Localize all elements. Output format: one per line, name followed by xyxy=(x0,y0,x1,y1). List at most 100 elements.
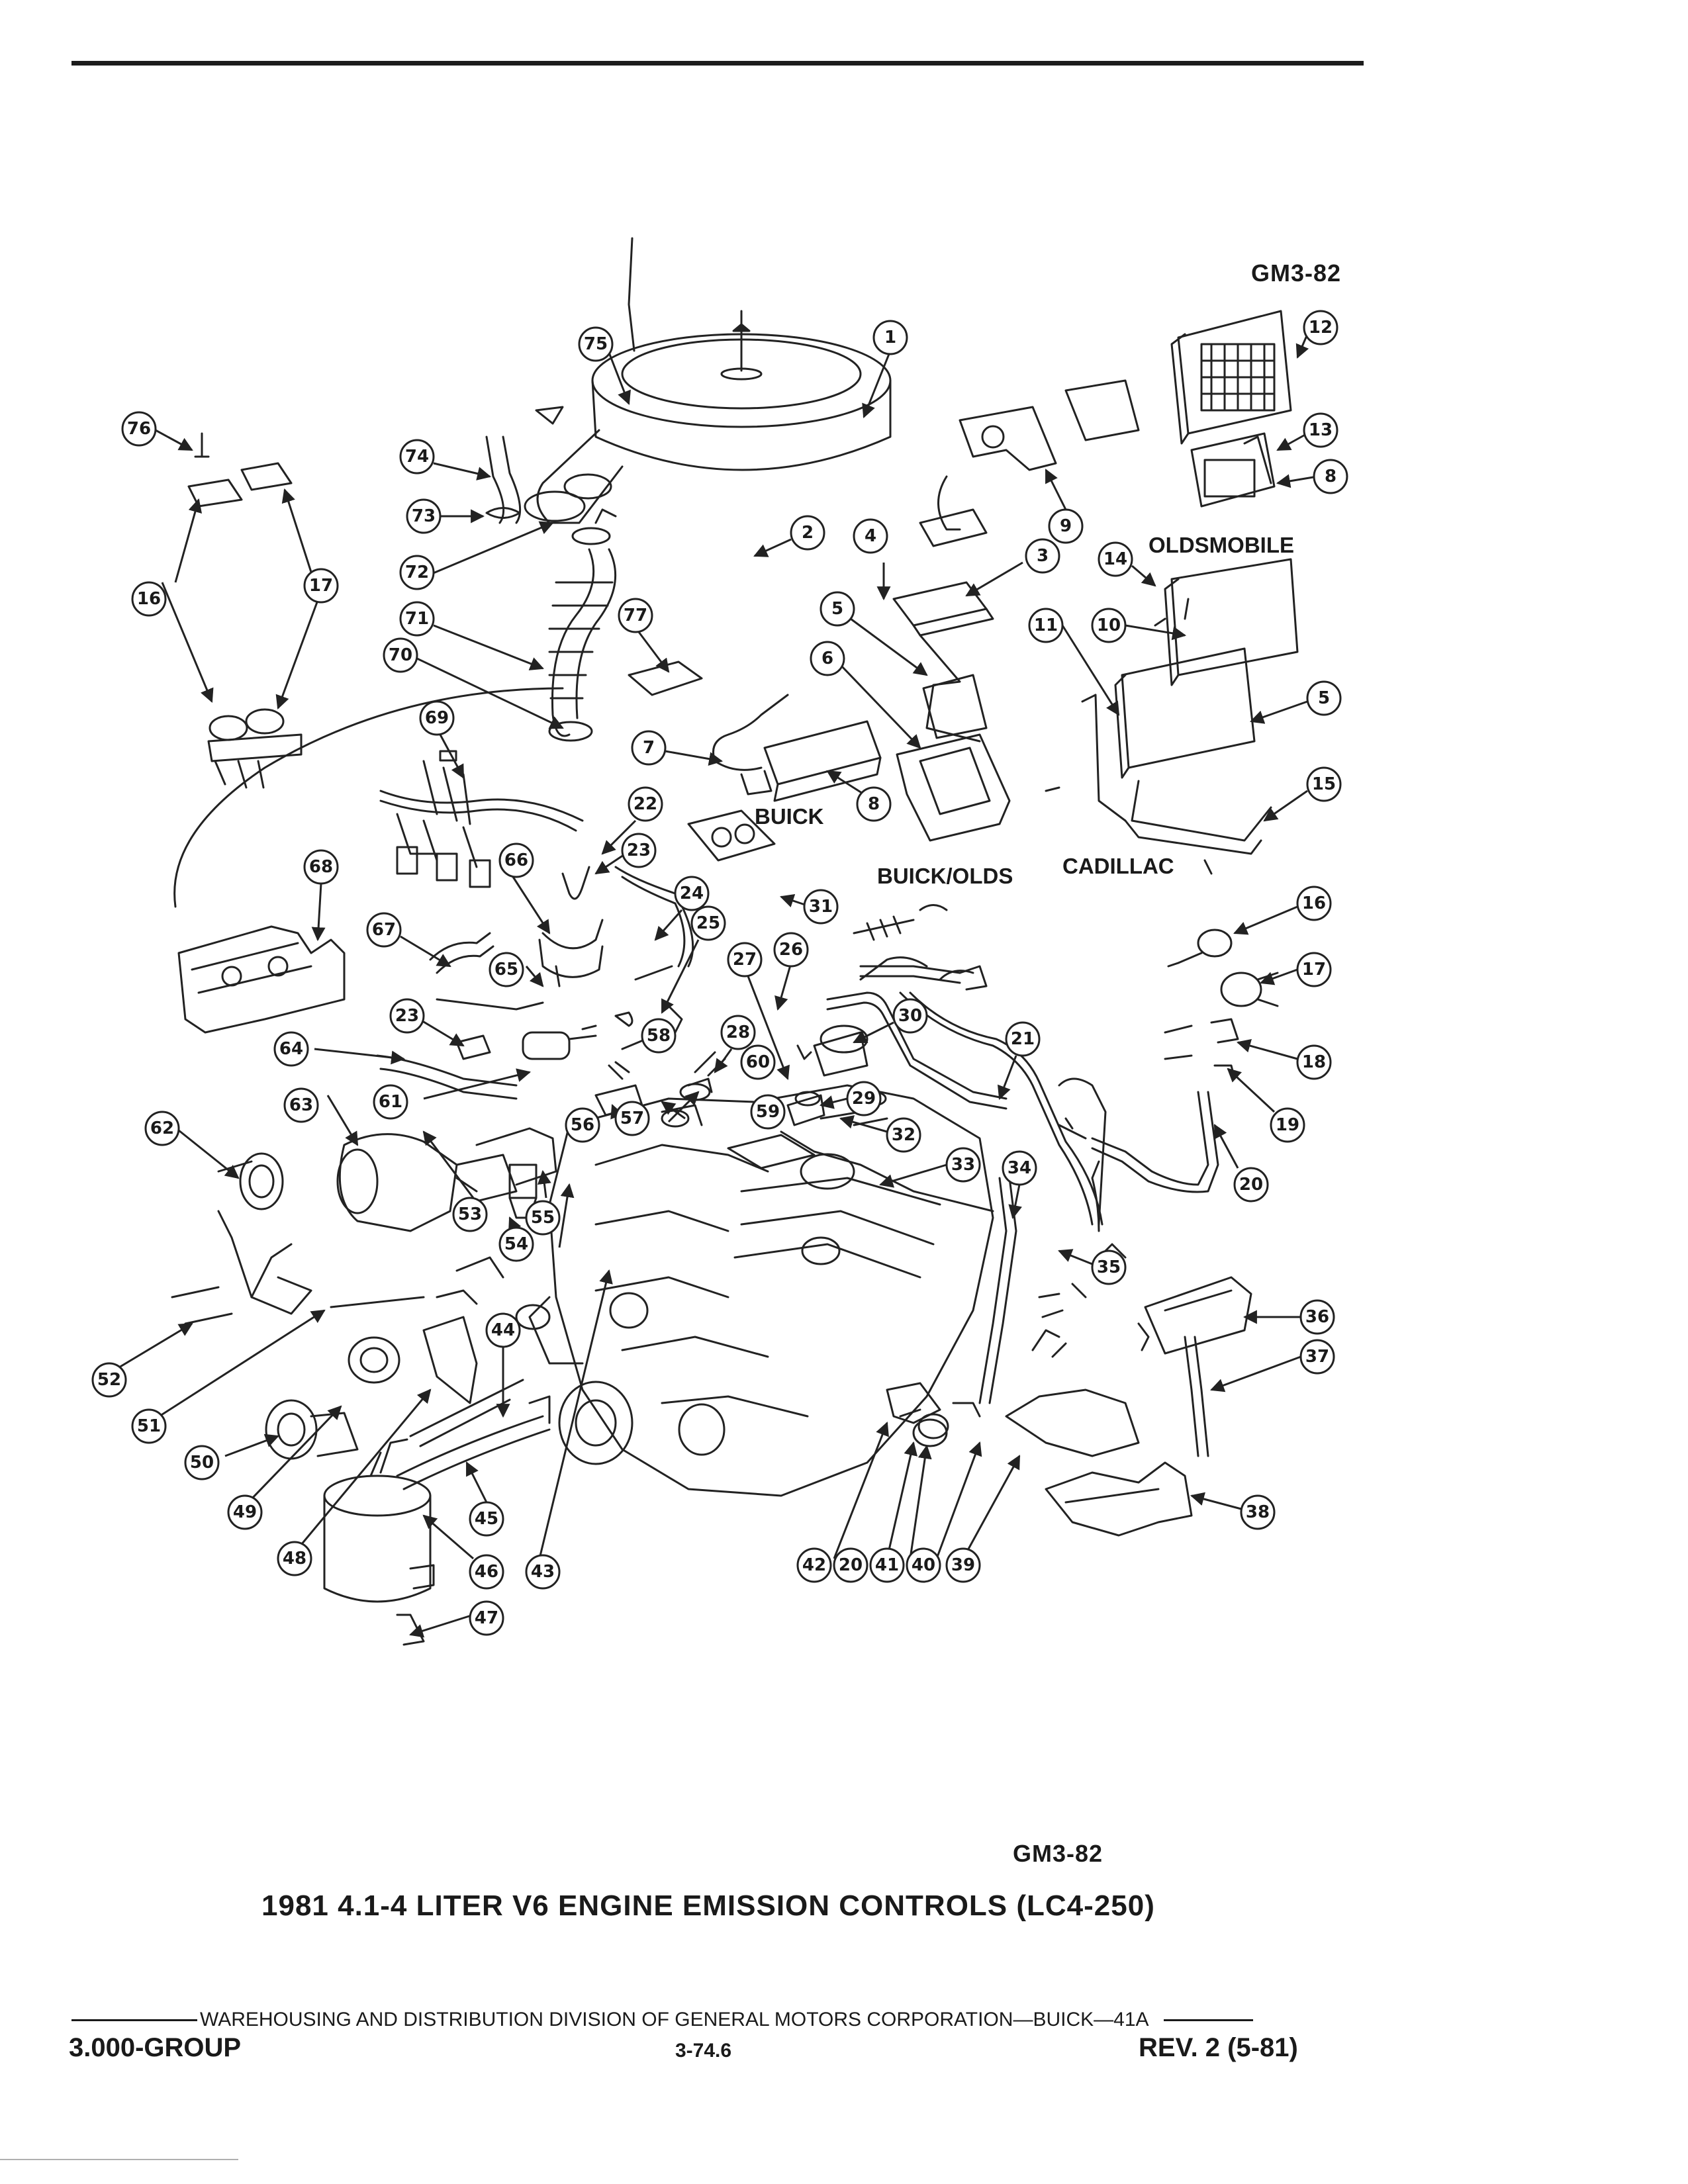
callout-49: 49 xyxy=(227,1494,263,1530)
svg-text:12: 12 xyxy=(1309,318,1333,338)
svg-text:40: 40 xyxy=(912,1555,935,1575)
svg-text:13: 13 xyxy=(1309,420,1333,440)
callout-67: 67 xyxy=(366,912,402,948)
svg-text:2: 2 xyxy=(802,523,814,543)
callout-56: 56 xyxy=(565,1107,600,1143)
svg-text:64: 64 xyxy=(279,1039,303,1059)
svg-text:21: 21 xyxy=(1011,1029,1035,1049)
callout-46: 46 xyxy=(469,1554,504,1590)
callout-39: 39 xyxy=(945,1547,981,1583)
svg-text:8: 8 xyxy=(1325,467,1336,486)
callout-65: 65 xyxy=(489,952,524,987)
air-pump-drawing xyxy=(217,1127,557,1232)
svg-text:23: 23 xyxy=(627,841,651,860)
footer-group: 3.000-GROUP xyxy=(69,2033,242,2062)
callout-17: 17 xyxy=(1296,952,1332,987)
callout-47: 47 xyxy=(469,1600,504,1636)
svg-text:3: 3 xyxy=(1037,546,1049,566)
callout-11: 11 xyxy=(1028,608,1064,643)
callout-57: 57 xyxy=(614,1101,650,1136)
svg-text:46: 46 xyxy=(475,1562,498,1582)
svg-text:43: 43 xyxy=(531,1562,555,1582)
callout-50: 50 xyxy=(184,1445,220,1480)
svg-text:61: 61 xyxy=(379,1092,402,1112)
right-lower-bracket-drawing xyxy=(1005,1243,1252,1537)
label-oldsmobile: OLDSMOBILE xyxy=(1149,533,1294,557)
switch-bracket-drawing xyxy=(919,379,1140,547)
callout-38: 38 xyxy=(1240,1494,1276,1530)
callout-48: 48 xyxy=(277,1541,312,1576)
svg-text:25: 25 xyxy=(696,913,720,933)
callout-1: 1 xyxy=(872,320,908,355)
callout-42: 42 xyxy=(796,1547,832,1583)
callout-25: 25 xyxy=(690,905,726,941)
buick-ecm-drawing xyxy=(712,694,882,802)
callout-29: 29 xyxy=(846,1081,882,1116)
svg-text:11: 11 xyxy=(1034,615,1058,635)
callout-group: 1 2 3 4 5 6 7 8 9 10 11 12 13 8 14 5 15 … xyxy=(91,310,1348,1636)
footer-dash-right xyxy=(1163,2019,1253,2021)
svg-text:62: 62 xyxy=(150,1118,174,1138)
callout-35: 35 xyxy=(1091,1250,1127,1285)
svg-text:15: 15 xyxy=(1312,774,1336,794)
callout-3: 3 xyxy=(1025,538,1060,574)
callout-45: 45 xyxy=(469,1501,504,1537)
svg-text:19: 19 xyxy=(1276,1115,1299,1135)
svg-text:39: 39 xyxy=(951,1555,975,1575)
svg-text:35: 35 xyxy=(1097,1257,1121,1277)
cadillac-ecm-drawing xyxy=(1045,558,1299,875)
svg-text:66: 66 xyxy=(504,850,528,870)
callout-14: 14 xyxy=(1098,541,1133,577)
svg-text:69: 69 xyxy=(425,708,449,728)
callout-10: 10 xyxy=(1091,608,1127,643)
lower-left-bracket-drawing xyxy=(171,1210,504,1460)
wiring-harness-drawing xyxy=(173,687,584,908)
callout-70: 70 xyxy=(383,637,418,673)
figure-code-bottom: GM3-82 xyxy=(1013,1840,1103,1867)
callout-28: 28 xyxy=(720,1015,756,1050)
svg-text:18: 18 xyxy=(1302,1052,1326,1072)
canister-hose-drawing xyxy=(396,1395,551,1490)
callout-16: 16 xyxy=(1296,886,1332,921)
svg-text:67: 67 xyxy=(372,920,396,940)
engine-block-drawing xyxy=(515,1084,994,1497)
svg-text:1: 1 xyxy=(884,328,896,347)
callout-30: 30 xyxy=(892,998,928,1034)
svg-text:77: 77 xyxy=(624,606,647,625)
svg-text:73: 73 xyxy=(412,506,436,526)
svg-text:55: 55 xyxy=(531,1208,555,1228)
callout-37: 37 xyxy=(1299,1339,1335,1375)
footer-revision: REV. 2 (5-81) xyxy=(1139,2033,1298,2062)
svg-text:23: 23 xyxy=(395,1006,419,1026)
pcv-hose-drawing xyxy=(485,406,564,524)
callout-23b: 23 xyxy=(389,998,425,1034)
svg-text:42: 42 xyxy=(802,1555,826,1575)
callout-36: 36 xyxy=(1299,1299,1335,1335)
callout-51: 51 xyxy=(131,1408,167,1444)
svg-text:22: 22 xyxy=(633,794,657,814)
callout-58: 58 xyxy=(641,1018,677,1054)
callout-2: 2 xyxy=(790,515,825,551)
svg-text:4: 4 xyxy=(865,526,876,546)
callout-66: 66 xyxy=(498,842,534,878)
callout-9: 9 xyxy=(1048,508,1084,544)
svg-text:54: 54 xyxy=(504,1234,528,1254)
callout-27: 27 xyxy=(727,942,763,978)
callout-61: 61 xyxy=(373,1084,408,1120)
svg-text:16: 16 xyxy=(1302,893,1326,913)
svg-text:37: 37 xyxy=(1305,1347,1329,1367)
label-buick: BUICK xyxy=(755,804,824,829)
label-cadillac: CADILLAC xyxy=(1062,854,1174,878)
svg-text:70: 70 xyxy=(389,645,412,665)
callout-54: 54 xyxy=(498,1226,534,1262)
bottom-rule xyxy=(0,2159,238,2160)
callout-26: 26 xyxy=(773,932,809,968)
svg-text:74: 74 xyxy=(405,447,429,467)
callout-16b: 16 xyxy=(131,581,167,617)
label-buick-olds: BUICK/OLDS xyxy=(877,864,1013,888)
callout-76: 76 xyxy=(121,411,157,447)
callout-23: 23 xyxy=(621,833,657,868)
svg-text:24: 24 xyxy=(680,884,704,903)
svg-text:6: 6 xyxy=(821,649,833,668)
